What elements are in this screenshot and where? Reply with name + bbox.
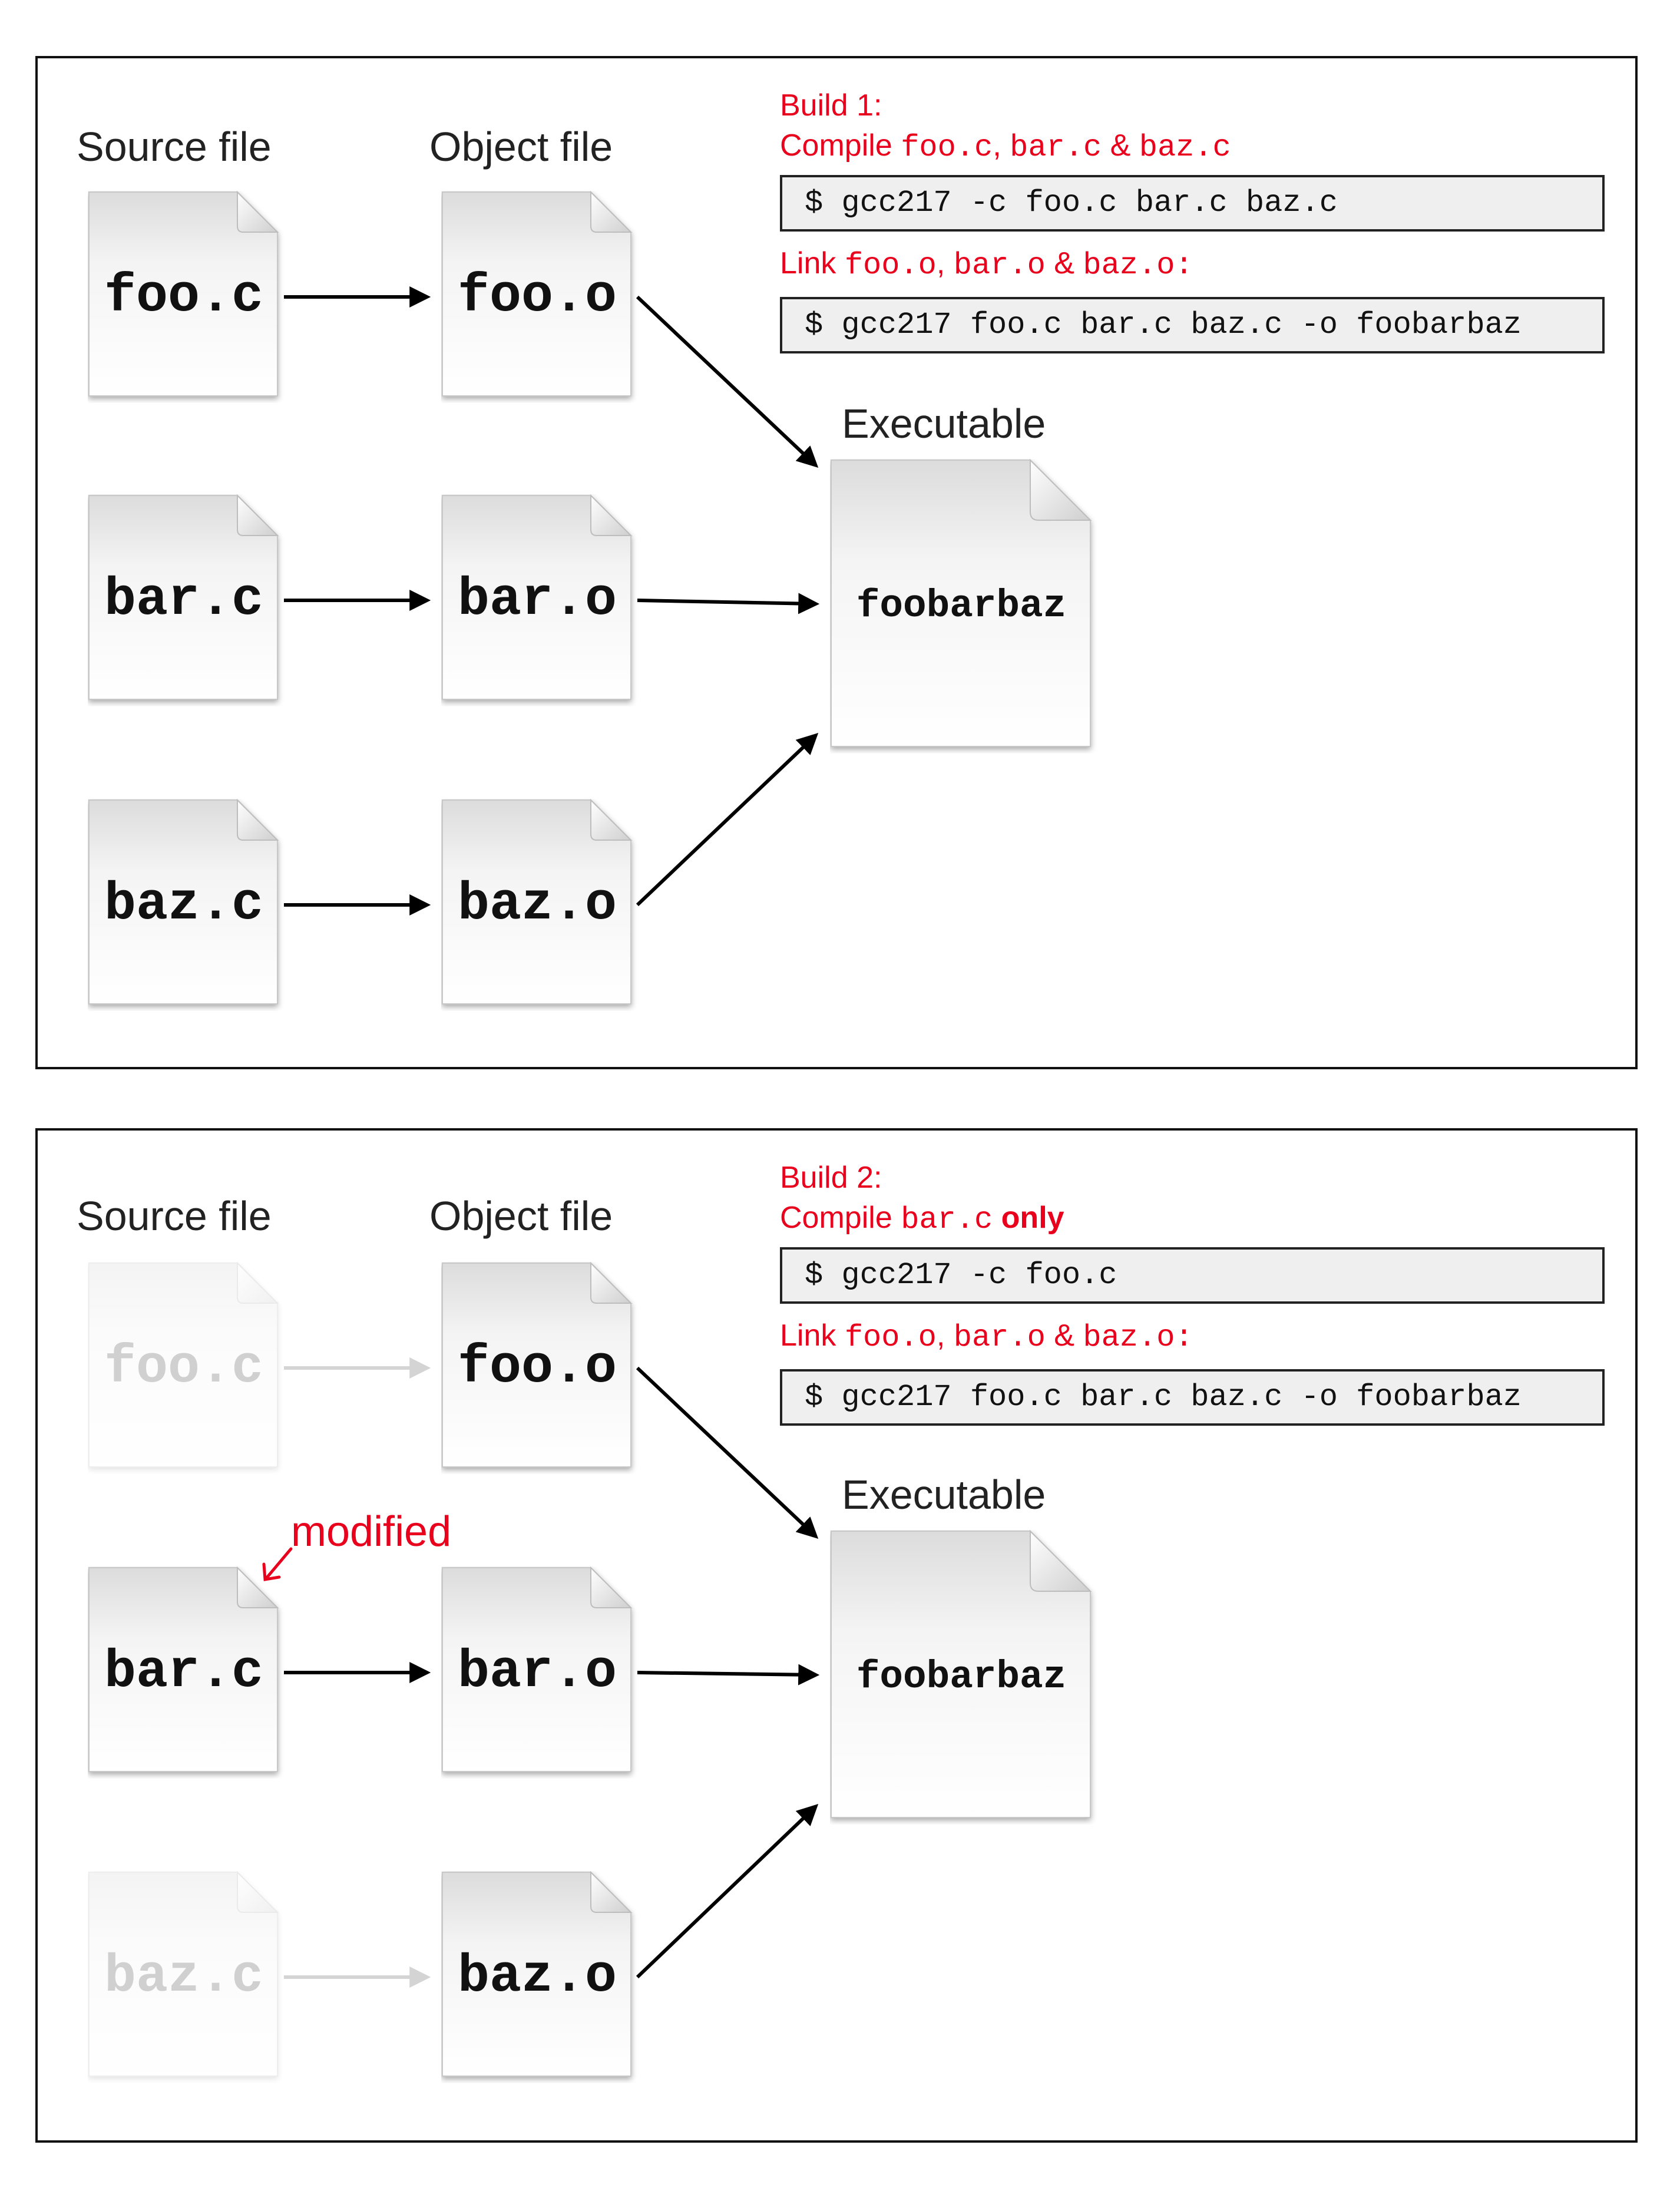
object-file-foo-o: foo.o bbox=[441, 1262, 641, 1474]
document-icon bbox=[442, 1567, 633, 1772]
source-file-bar-c: bar.c bbox=[88, 494, 288, 706]
build-2-link-command: $ gcc217 foo.c bar.c baz.c -o foobarbaz bbox=[780, 1369, 1605, 1426]
document-icon bbox=[88, 494, 279, 700]
object-file-foo-o: foo.o bbox=[441, 191, 641, 403]
file-name: foo.o bbox=[457, 267, 617, 327]
document-icon bbox=[88, 1567, 279, 1772]
file-name: baz.c bbox=[104, 1947, 264, 2007]
document-icon bbox=[442, 494, 633, 700]
build-1-arrows bbox=[284, 286, 820, 916]
file-name: foobarbaz bbox=[856, 1655, 1067, 1699]
arrow-foo-o-to-executable bbox=[636, 1366, 819, 1539]
document-icon bbox=[831, 459, 1092, 747]
document-icon bbox=[442, 1871, 633, 2077]
document-icon bbox=[88, 1871, 279, 2077]
file-name: foobarbaz bbox=[856, 584, 1067, 628]
build-1-link-command: $ gcc217 foo.c bar.c baz.c -o foobarbaz bbox=[780, 297, 1605, 353]
arrow-bar-o-to-executable bbox=[637, 593, 820, 614]
source-file-baz-c: baz.c bbox=[88, 799, 288, 1011]
arrow-bar-o-to-executable bbox=[637, 1664, 820, 1686]
build-1-compile-command: $ gcc217 -c foo.c bar.c baz.c bbox=[780, 175, 1605, 232]
executable-header: Executable bbox=[842, 1472, 1046, 1518]
build-1-compile-caption: Compile foo.c, bar.c & baz.c bbox=[780, 128, 1231, 165]
build-2-title: Build 2: bbox=[780, 1161, 882, 1195]
document-icon bbox=[442, 799, 633, 1004]
modified-arrow-icon bbox=[262, 1547, 293, 1581]
build-2-panel: Source file Object file Executable foo.c… bbox=[35, 1128, 1638, 2143]
executable-header: Executable bbox=[842, 401, 1046, 447]
build-1-link-caption: Link foo.o, bar.o & baz.o: bbox=[780, 246, 1193, 283]
source-file-header: Source file bbox=[77, 124, 272, 170]
source-file-baz-c: baz.c bbox=[88, 1871, 288, 2083]
arrow-baz-o-to-executable bbox=[636, 1804, 819, 1979]
file-name: bar.c bbox=[104, 1643, 264, 1703]
build-2-compile-caption: Compile bar.c only bbox=[780, 1201, 1064, 1237]
source-file-header: Source file bbox=[77, 1193, 272, 1239]
file-name: foo.o bbox=[457, 1338, 617, 1398]
object-file-bar-o: bar.o bbox=[441, 494, 641, 706]
source-file-foo-c: foo.c bbox=[88, 1262, 288, 1474]
build-2-arrows bbox=[284, 1357, 820, 1988]
file-name: foo.c bbox=[104, 267, 264, 327]
build-2-link-caption: Link foo.o, bar.o & baz.o: bbox=[780, 1318, 1193, 1355]
file-name: bar.o bbox=[457, 570, 617, 630]
build-1-panel: Source file Object file Executable foo.c… bbox=[35, 56, 1638, 1069]
object-file-baz-o: baz.o bbox=[441, 799, 641, 1011]
executable-file-foobarbaz: foobarbaz bbox=[830, 459, 1101, 754]
object-file-header: Object file bbox=[429, 124, 613, 170]
arrow-foo-o-to-executable bbox=[636, 295, 819, 468]
executable-file-foobarbaz: foobarbaz bbox=[830, 1530, 1101, 1825]
document-icon bbox=[442, 191, 633, 396]
document-icon bbox=[88, 799, 279, 1004]
document-icon bbox=[831, 1530, 1092, 1818]
object-file-bar-o: bar.o bbox=[441, 1567, 641, 1779]
file-name: bar.c bbox=[104, 570, 264, 630]
file-name: baz.o bbox=[457, 1947, 617, 2007]
file-name: baz.o bbox=[457, 875, 617, 935]
source-file-foo-c: foo.c bbox=[88, 191, 288, 403]
document-icon bbox=[88, 1262, 279, 1468]
file-name: bar.o bbox=[457, 1643, 617, 1703]
source-file-bar-c: bar.c bbox=[88, 1567, 288, 1779]
object-file-baz-o: baz.o bbox=[441, 1871, 641, 2083]
file-name: baz.c bbox=[104, 875, 264, 935]
build-2-compile-command: $ gcc217 -c foo.c bbox=[780, 1247, 1605, 1304]
file-name: foo.c bbox=[104, 1338, 264, 1398]
object-file-header: Object file bbox=[429, 1193, 613, 1239]
build-1-title: Build 1: bbox=[780, 88, 882, 123]
modified-note: modified bbox=[291, 1508, 452, 1555]
document-icon bbox=[442, 1262, 633, 1468]
document-icon bbox=[88, 191, 279, 396]
arrow-baz-o-to-executable bbox=[636, 733, 819, 907]
